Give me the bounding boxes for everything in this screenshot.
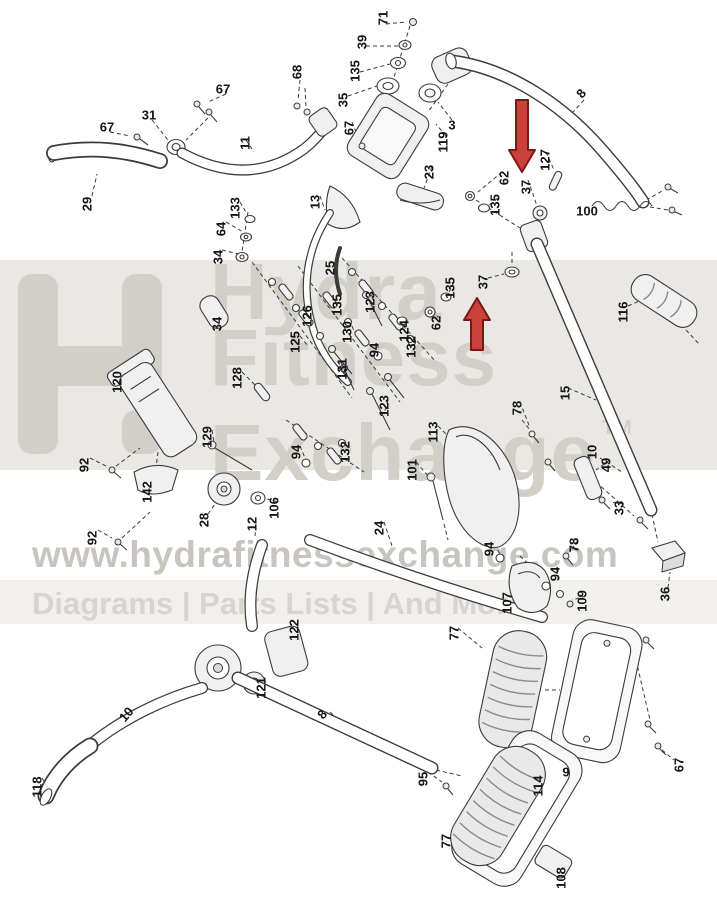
left-post-assembly <box>106 348 266 551</box>
part-number-35: 35 <box>335 93 350 107</box>
part-number-128: 128 <box>229 367 244 389</box>
part-number-121: 121 <box>253 677 268 699</box>
part-number-71: 71 <box>375 11 390 25</box>
part-number-15: 15 <box>557 386 572 400</box>
part-number-11: 11 <box>237 136 252 150</box>
console-bracket-assembly <box>235 47 473 386</box>
callout-arrows <box>463 99 536 351</box>
part-number-119: 119 <box>435 132 450 153</box>
part-number-28: 28 <box>196 513 211 527</box>
part-number-33: 33 <box>611 501 626 515</box>
part-number-37: 37 <box>475 275 490 289</box>
part-number-8: 8 <box>573 86 589 101</box>
part-number-67: 67 <box>671 758 686 772</box>
part-number-24: 24 <box>371 520 386 535</box>
part-number-114: 114 <box>530 775 545 797</box>
part-number-12: 12 <box>244 517 259 531</box>
callout-arrow-down-part-37 <box>508 99 536 173</box>
part-number-67: 67 <box>341 121 356 135</box>
part-number-94: 94 <box>481 541 496 556</box>
part-number-122: 122 <box>286 619 301 641</box>
part-number-142: 142 <box>139 481 154 503</box>
part-number-25: 25 <box>322 261 337 275</box>
part-number-123: 123 <box>362 291 377 313</box>
part-number-64: 64 <box>213 221 228 236</box>
fastener-stack-top <box>376 18 442 103</box>
part-number-67: 67 <box>100 119 114 134</box>
part-number-135: 135 <box>347 60 362 82</box>
part-number-94: 94 <box>547 566 562 581</box>
left-handlebar-assembly <box>46 100 338 176</box>
part-number-120: 120 <box>109 371 124 393</box>
part-number-109: 109 <box>574 590 589 612</box>
part-number-29: 29 <box>79 197 94 211</box>
part-number-106: 106 <box>266 497 281 519</box>
part-number-68: 68 <box>289 65 304 79</box>
pedal-assembly-right <box>478 619 667 764</box>
part-number-95: 95 <box>415 772 430 786</box>
part-number-3: 3 <box>448 117 455 132</box>
watermark-brand-line3-text: Exchange <box>210 408 596 497</box>
callout-arrow-up-part-37 <box>463 297 491 351</box>
part-number-123: 123 <box>376 395 391 417</box>
lower-frame-assembly <box>37 534 574 806</box>
part-number-133: 133 <box>227 197 242 219</box>
part-number-37: 37 <box>518 180 533 194</box>
part-number-23: 23 <box>421 165 436 179</box>
part-number-132: 132 <box>337 441 352 463</box>
part-number-116: 116 <box>615 302 630 323</box>
watermark-band-lower <box>0 580 717 624</box>
part-number-9: 9 <box>562 764 569 779</box>
part-number-94: 94 <box>288 444 303 459</box>
part-number-49: 49 <box>598 458 613 472</box>
part-number-118: 118 <box>29 777 44 798</box>
part-number-78: 78 <box>566 538 581 552</box>
part-number-31: 31 <box>142 107 156 122</box>
part-number-34: 34 <box>209 316 224 331</box>
part-number-92: 92 <box>84 531 99 545</box>
part-number-127: 127 <box>537 149 552 171</box>
part-number-107: 107 <box>499 592 514 614</box>
part-number-132: 132 <box>403 336 418 358</box>
part-number-135: 135 <box>442 277 457 299</box>
part-number-36: 36 <box>657 587 672 601</box>
part-number-124: 124 <box>396 319 411 341</box>
hardware-cluster <box>199 267 452 468</box>
part-number-129: 129 <box>199 426 214 448</box>
part-number-108: 108 <box>553 867 568 889</box>
part-number-77: 77 <box>438 834 453 848</box>
part-number-131: 131 <box>334 358 349 380</box>
part-number-101: 101 <box>404 459 419 481</box>
part-number-10: 10 <box>584 445 599 459</box>
part-number-13: 13 <box>307 195 322 209</box>
rail-assembly <box>504 219 698 573</box>
part-number-135: 135 <box>329 294 344 316</box>
part-number-135: 135 <box>487 194 502 216</box>
part-number-34: 34 <box>210 249 225 264</box>
pedal-assembly-bottom <box>442 730 583 887</box>
part-number-67: 67 <box>216 81 230 96</box>
part-number-78: 78 <box>509 401 524 415</box>
shield-assembly <box>426 426 556 549</box>
part-number-130: 130 <box>339 321 354 343</box>
part-number-62: 62 <box>428 316 443 330</box>
part-number-100: 100 <box>576 203 598 218</box>
upright-tube-assembly <box>445 52 683 221</box>
part-number-92: 92 <box>76 458 91 472</box>
part-number-94: 94 <box>366 342 381 357</box>
part-number-77: 77 <box>446 626 461 640</box>
part-number-113: 113 <box>425 422 440 443</box>
part-number-125: 125 <box>287 331 302 353</box>
part-number-62: 62 <box>496 171 511 185</box>
part-number-126: 126 <box>299 305 314 327</box>
part-number-39: 39 <box>354 35 369 49</box>
